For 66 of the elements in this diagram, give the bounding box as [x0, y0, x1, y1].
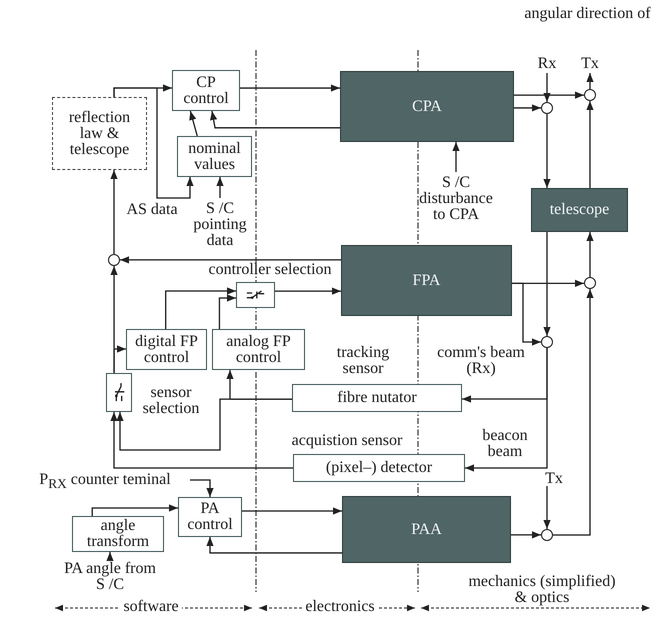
signal-label: S /C pointing data: [187, 198, 253, 252]
signal-label: S /C disturbance to CPA: [411, 172, 501, 226]
annotation-label: comm's beam (Rx): [436, 345, 526, 377]
signal-label: P$_{RX}$ counter teminal: [20, 471, 190, 491]
signal-label: Rx: [530, 55, 564, 73]
arrow: [275, 288, 341, 295]
process-box: analog FP control: [212, 329, 305, 370]
process-box: digital FP control: [126, 329, 207, 370]
signal-label: Tx: [540, 471, 568, 486]
node-caption: controller selection: [207, 262, 333, 278]
actuator-box: FPA: [341, 245, 512, 316]
arrow: [543, 232, 551, 336]
arrow: [514, 92, 584, 99]
arrow: [543, 114, 551, 188]
process-box: nominal values: [177, 136, 252, 177]
arrow: [190, 479, 214, 497]
arrow: [543, 486, 551, 529]
arrow: [218, 294, 236, 329]
process-box: fibre nutator: [292, 384, 462, 412]
arrow: [553, 289, 594, 536]
summing-junction: [541, 529, 553, 541]
actuator-box: PAA: [342, 496, 511, 563]
annotation-label: angular direction of: [523, 6, 652, 22]
arrow: [586, 101, 594, 188]
arrow: [120, 256, 341, 264]
summing-junction: [584, 277, 596, 289]
arrow: [543, 73, 551, 102]
arrow: [452, 142, 460, 172]
arrow: [206, 537, 342, 554]
process-box: angle transform: [72, 516, 164, 552]
arrow: [110, 412, 293, 469]
actuator-box: telescope: [531, 188, 628, 232]
summing-junction: [108, 254, 120, 266]
arrow: [514, 104, 541, 112]
process-box: (pixel–) detector: [293, 454, 465, 482]
process-box: CP control: [172, 70, 240, 111]
arrow: [216, 177, 224, 198]
signal-label: Tx: [575, 55, 605, 73]
signal-label: PA angle from S /C: [64, 560, 156, 594]
arrow: [465, 348, 548, 472]
arrow: [110, 170, 118, 254]
process-box: PA control: [178, 497, 242, 537]
arrow: [189, 110, 198, 136]
summing-junction: [541, 336, 553, 348]
arrow: [242, 507, 342, 515]
arrow: [92, 504, 178, 516]
arrow: [511, 531, 541, 538]
node-caption: acquistion sensor: [290, 433, 404, 449]
actuator-box: CPA: [340, 71, 514, 142]
summing-junction: [541, 102, 553, 114]
arrow: [240, 84, 340, 92]
arrow: [113, 87, 194, 199]
arrow: [106, 552, 114, 561]
annotation-label: AS data: [126, 202, 178, 218]
arrow: [113, 345, 126, 373]
node-caption: tracking sensor: [336, 345, 390, 377]
dashed-process-box: reflection law & telescope: [52, 97, 147, 170]
annotation-label: beacon beam: [481, 428, 529, 460]
arrow: [512, 282, 541, 346]
arrow: [210, 110, 340, 128]
node-caption: sensor selection: [142, 385, 200, 417]
arrow: [116, 398, 292, 451]
summing-junction: [584, 89, 596, 101]
arrow: [586, 232, 594, 277]
arrow: [165, 287, 236, 329]
arrow: [586, 73, 594, 89]
